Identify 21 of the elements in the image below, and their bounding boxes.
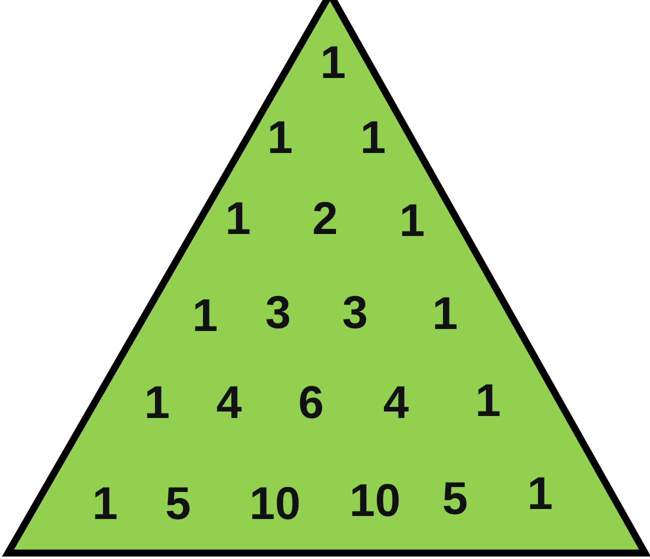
number-label: 1: [192, 292, 218, 338]
number-label: 5: [165, 480, 191, 526]
number-label: 3: [342, 289, 368, 335]
number-label: 2: [312, 195, 338, 241]
number-label: 1: [320, 39, 346, 85]
number-label: 4: [383, 379, 409, 425]
number-label: 5: [442, 475, 468, 521]
number-label: 1: [432, 290, 458, 336]
number-label: 1: [527, 470, 553, 516]
number-label: 4: [216, 379, 242, 425]
number-label: 1: [360, 114, 386, 160]
number-label: 10: [249, 480, 301, 526]
number-label: 1: [475, 377, 501, 423]
number-label: 1: [399, 197, 425, 243]
number-label: 1: [92, 480, 118, 526]
number-label: 1: [267, 114, 293, 160]
number-label: 1: [144, 379, 170, 425]
number-label: 10: [349, 477, 401, 523]
number-label: 3: [265, 289, 291, 335]
number-label: 6: [298, 379, 324, 425]
number-label: 1: [225, 195, 251, 241]
